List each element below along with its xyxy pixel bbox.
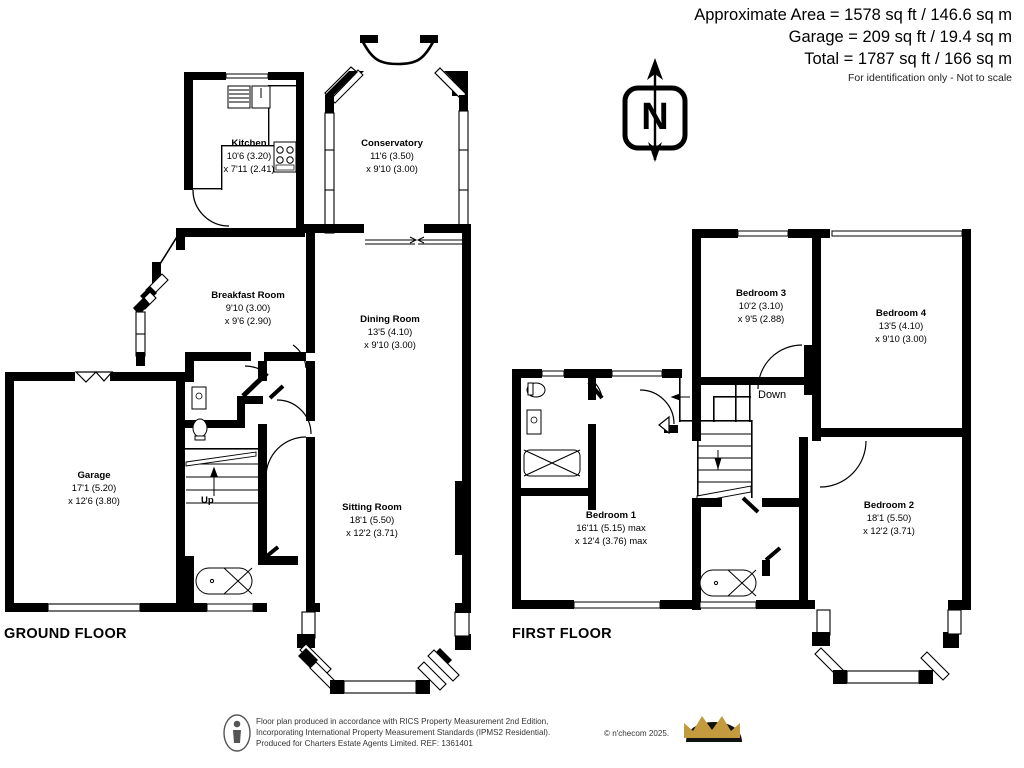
room-label-garage: Garage 17'1 (5.20) x 12'6 (3.80) <box>68 470 120 507</box>
ground-outer-walls <box>133 228 471 611</box>
room-dim-1: 13'5 (4.10) <box>367 326 413 338</box>
ground-hall-stairs <box>185 344 312 612</box>
crown-logo-icon <box>684 716 742 742</box>
ground-floor-label: GROUND FLOOR <box>4 626 127 642</box>
room-label-dining-room: Dining Room 13'5 (4.10) x 9'10 (3.00) <box>360 314 420 351</box>
footer-credits: Floor plan produced in accordance with R… <box>256 716 550 750</box>
room-dim-1: 10'2 (3.10) <box>738 300 784 312</box>
footer-line-3: Produced for Charters Estate Agents Limi… <box>256 739 473 749</box>
room-dim-1: 10'6 (3.20) <box>226 150 272 162</box>
room-dim-1: 18'1 (5.50) <box>349 514 395 526</box>
room-name: Sitting Room <box>342 502 402 513</box>
room-name: Bedroom 3 <box>735 288 787 299</box>
room-name: Conservatory <box>361 138 423 149</box>
footer-copyright: © n'checom 2025. <box>604 729 670 738</box>
room-label-kitchen: Kitchen 10'6 (3.20) x 7'11 (2.41) <box>223 138 274 175</box>
room-dim-1: 9'10 (3.00) <box>225 302 271 314</box>
sitting-room-bay <box>297 603 471 694</box>
room-dim-2: x 12'2 (3.71) <box>346 526 398 538</box>
room-name: Kitchen <box>231 138 267 149</box>
compass-rose: N <box>622 58 688 162</box>
first-floor-label: FIRST FLOOR <box>512 626 612 642</box>
footer-line-1: Floor plan produced in accordance with R… <box>256 717 549 726</box>
bedroom4-walls <box>821 229 971 608</box>
stairs-up-label: Up <box>201 495 214 506</box>
room-dim-2: x 9'5 (2.88) <box>737 312 785 324</box>
disclaimer-text: For identification only - Not to scale <box>848 72 1012 84</box>
bedroom2-bay <box>799 600 971 684</box>
room-label-sitting-room: Sitting Room 18'1 (5.50) x 12'2 (3.71) <box>342 502 402 539</box>
conservatory-walls <box>304 35 471 245</box>
kitchen-walls <box>152 72 304 286</box>
room-dim-1: 18'1 (5.50) <box>866 512 912 524</box>
ground-floor-plan <box>5 35 471 694</box>
room-name: Breakfast Room <box>211 290 285 301</box>
room-dim-1: 17'1 (5.20) <box>71 482 117 494</box>
stairs-down-label: Down <box>758 389 787 401</box>
room-dim-2: x 12'4 (3.76) max <box>574 534 648 546</box>
room-name: Dining Room <box>360 314 420 325</box>
garage-walls <box>5 371 185 612</box>
garage-area-text: Garage = 209 sq ft / 19.4 sq m <box>788 28 1012 46</box>
room-dim-1: 11'6 (3.50) <box>370 150 414 162</box>
room-dim-2: x 9'10 (3.00) <box>364 338 416 350</box>
room-dim-2: x 7'11 (2.41) <box>223 162 275 174</box>
room-dim-1: 13'5 (4.10) <box>878 320 924 332</box>
compass-north-label: N <box>641 96 668 138</box>
room-dim-2: x 9'10 (3.00) <box>875 332 927 344</box>
first-shower-room <box>682 546 802 609</box>
room-dim-2: x 12'6 (3.80) <box>68 494 120 506</box>
room-name: Bedroom 2 <box>863 500 915 511</box>
room-label-bedroom-4: Bedroom 4 13'5 (4.10) x 9'10 (3.00) <box>875 308 927 345</box>
total-area-text: Total = 1787 sq ft / 166 sq m <box>804 50 1012 68</box>
room-label-bedroom-2: Bedroom 2 18'1 (5.50) x 12'2 (3.71) <box>863 500 915 537</box>
room-name: Bedroom 4 <box>875 308 927 319</box>
ipms-person-icon <box>223 714 251 752</box>
room-dim-2: x 9'6 (2.90) <box>224 314 272 326</box>
first-landing-stairs <box>639 344 867 608</box>
footer-line-2: Incorporating International Property Mea… <box>256 728 551 738</box>
room-label-bedroom-3: Bedroom 3 10'2 (3.10) x 9'5 (2.88) <box>736 288 786 325</box>
bedroom1-walls <box>512 369 701 610</box>
bedroom3-walls <box>692 229 830 441</box>
room-dim-2: x 9'10 (3.00) <box>366 162 418 174</box>
room-dim-2: x 12'2 (3.71) <box>863 524 915 536</box>
room-name: Garage <box>77 470 111 481</box>
approximate-area-text: Approximate Area = 1578 sq ft / 146.6 sq… <box>694 6 1012 24</box>
room-label-breakfast-room: Breakfast Room 9'10 (3.00) x 9'6 (2.90) <box>211 290 285 327</box>
room-label-conservatory: Conservatory 11'6 (3.50) x 9'10 (3.00) <box>361 138 423 175</box>
room-dim-1: 16'11 (5.15) max <box>576 522 646 534</box>
first-floor-plan <box>512 229 971 684</box>
room-name: Bedroom 1 <box>585 510 637 521</box>
room-label-bedroom-1: Bedroom 1 16'11 (5.15) max x 12'4 (3.76)… <box>575 510 647 547</box>
